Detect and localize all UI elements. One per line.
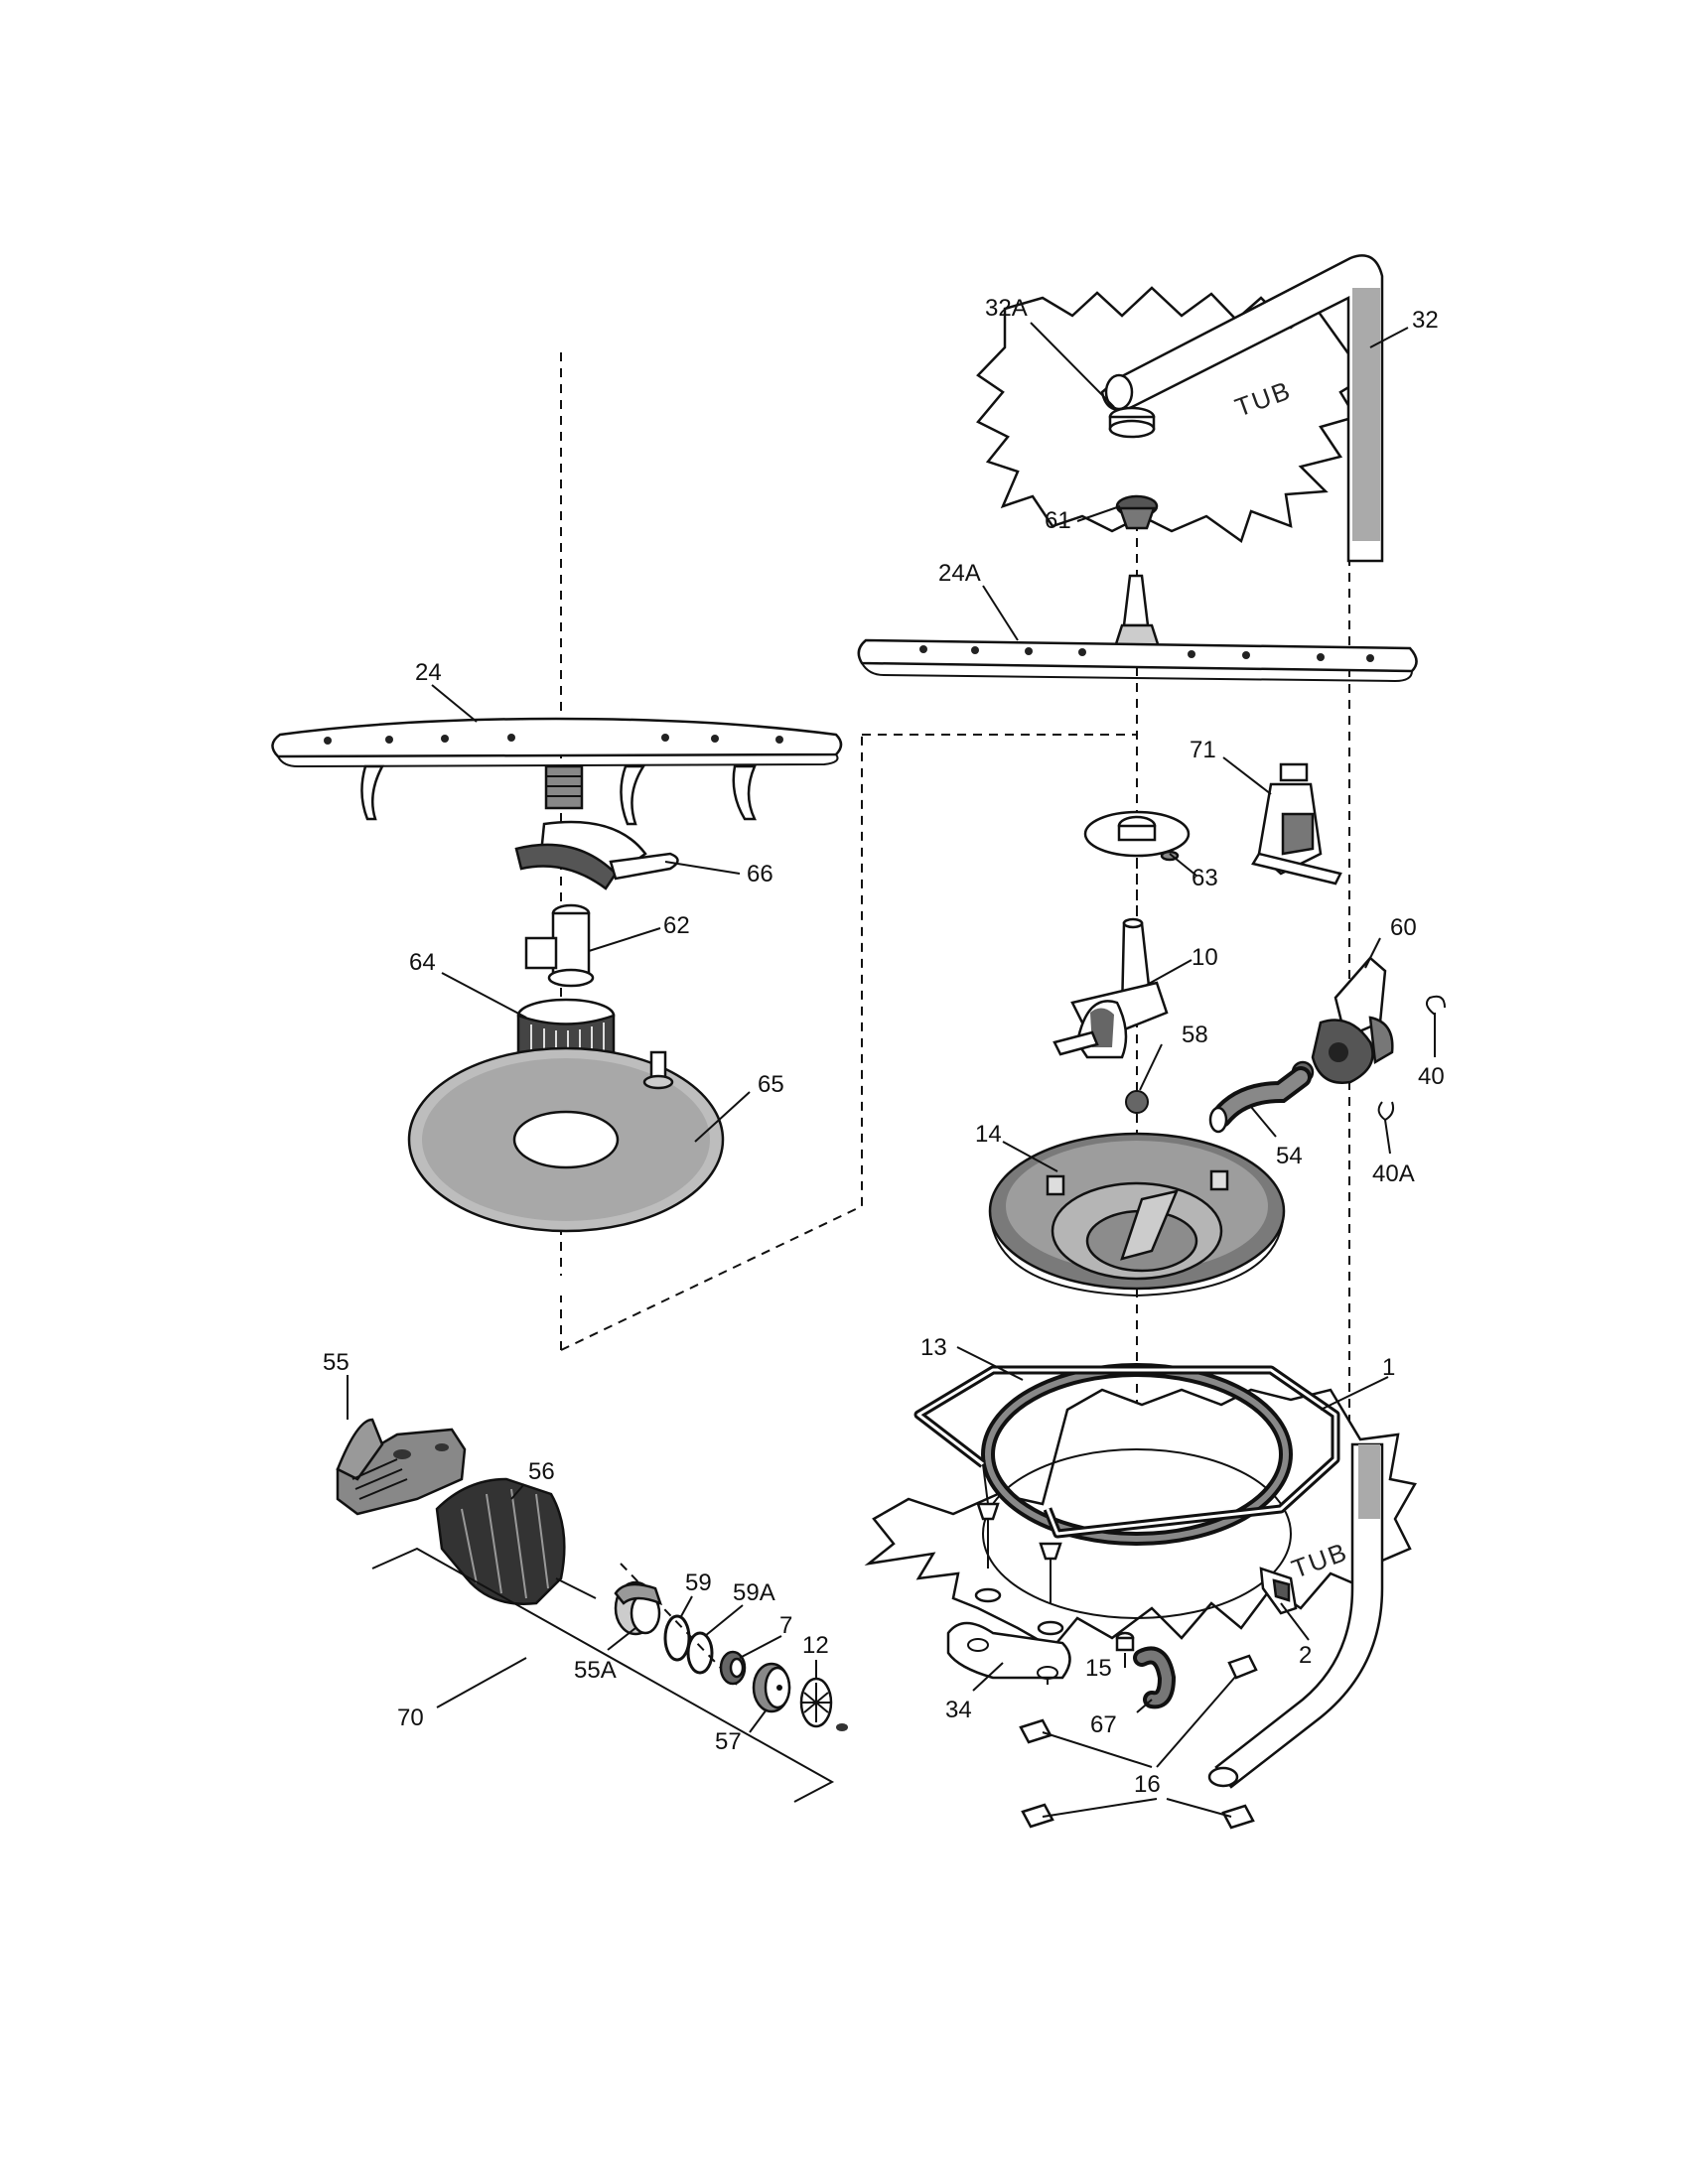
hose-67 [1133, 1646, 1177, 1709]
impeller-hub-57 [752, 1662, 791, 1713]
drain-hose-32 [1100, 254, 1384, 563]
callout-55a: 55A [574, 1657, 617, 1684]
grommet-15 [1115, 1631, 1135, 1652]
callout-13: 13 [920, 1334, 947, 1361]
assembly-bracket-70 [371, 1547, 835, 1803]
nut-61 [1115, 494, 1159, 530]
callout-64: 64 [409, 949, 436, 976]
callout-56: 56 [528, 1458, 555, 1485]
nozzle-10 [1052, 917, 1169, 1059]
callout-24a: 24A [938, 560, 981, 587]
tub-upper-section: TUB [976, 286, 1367, 544]
callout-67: 67 [1090, 1711, 1117, 1738]
cap-63 [1083, 810, 1191, 862]
switch-71 [1251, 762, 1342, 886]
filter-screen-65 [407, 1046, 725, 1233]
callout-66: 66 [747, 861, 773, 887]
callout-34: 34 [945, 1697, 972, 1723]
callout-61: 61 [1045, 507, 1071, 534]
grommet-32a [1108, 406, 1156, 439]
callout-14: 14 [975, 1121, 1002, 1148]
callout-54: 54 [1276, 1143, 1303, 1169]
heating-element-1 [913, 1365, 1340, 1539]
motor-bracket-55 [336, 1418, 467, 1516]
impeller-12 [799, 1677, 848, 1731]
callout-63: 63 [1192, 865, 1218, 891]
drain-hose-lower [1207, 1442, 1384, 1789]
callout-65: 65 [758, 1071, 784, 1098]
fasteners [974, 1502, 1064, 1636]
clamp-40 [1425, 995, 1446, 1016]
leader-lines [347, 322, 1436, 1818]
callout-40a: 40A [1372, 1160, 1415, 1187]
clip-2 [1259, 1567, 1298, 1615]
callout-55: 55 [323, 1349, 350, 1376]
callout-40: 40 [1418, 1063, 1445, 1090]
callout-60: 60 [1390, 914, 1417, 941]
callout-32a: 32A [985, 295, 1028, 322]
callout-16: 16 [1134, 1771, 1161, 1798]
ball-58 [1125, 1090, 1149, 1114]
callout-70: 70 [397, 1705, 424, 1731]
ring-59 [663, 1614, 691, 1662]
seal-housing-55a [614, 1580, 663, 1636]
callout-labels: 32A 32 61 24A 24 66 62 64 65 71 63 10 58… [323, 295, 1445, 1798]
callout-2: 2 [1299, 1642, 1312, 1669]
callout-7: 7 [779, 1612, 792, 1639]
callout-12: 12 [802, 1632, 829, 1659]
callout-24: 24 [415, 659, 442, 686]
feet-16 [1019, 1654, 1258, 1830]
callout-59: 59 [685, 1570, 712, 1596]
clamp-40a [1377, 1101, 1395, 1122]
callout-15: 15 [1085, 1655, 1112, 1682]
upper-spray-arm-24a [857, 574, 1418, 683]
callout-1: 1 [1382, 1354, 1395, 1381]
callout-59a: 59A [733, 1579, 775, 1606]
inlet-valve-60 [1291, 956, 1394, 1084]
motor-56 [435, 1477, 597, 1605]
callout-58: 58 [1182, 1022, 1208, 1048]
callout-32: 32 [1412, 307, 1439, 334]
lower-spray-arm-24 [271, 717, 843, 826]
deflector-66 [514, 820, 679, 890]
callout-10: 10 [1192, 944, 1218, 971]
tube-62 [524, 903, 595, 988]
callout-57: 57 [715, 1728, 742, 1755]
sump-14 [988, 1132, 1286, 1297]
seal-7 [719, 1650, 747, 1686]
callout-71: 71 [1190, 737, 1216, 763]
ring-59a [686, 1631, 714, 1675]
hose-54 [1208, 1066, 1312, 1134]
callout-62: 62 [663, 912, 690, 939]
bracket-34 [946, 1621, 1071, 1680]
